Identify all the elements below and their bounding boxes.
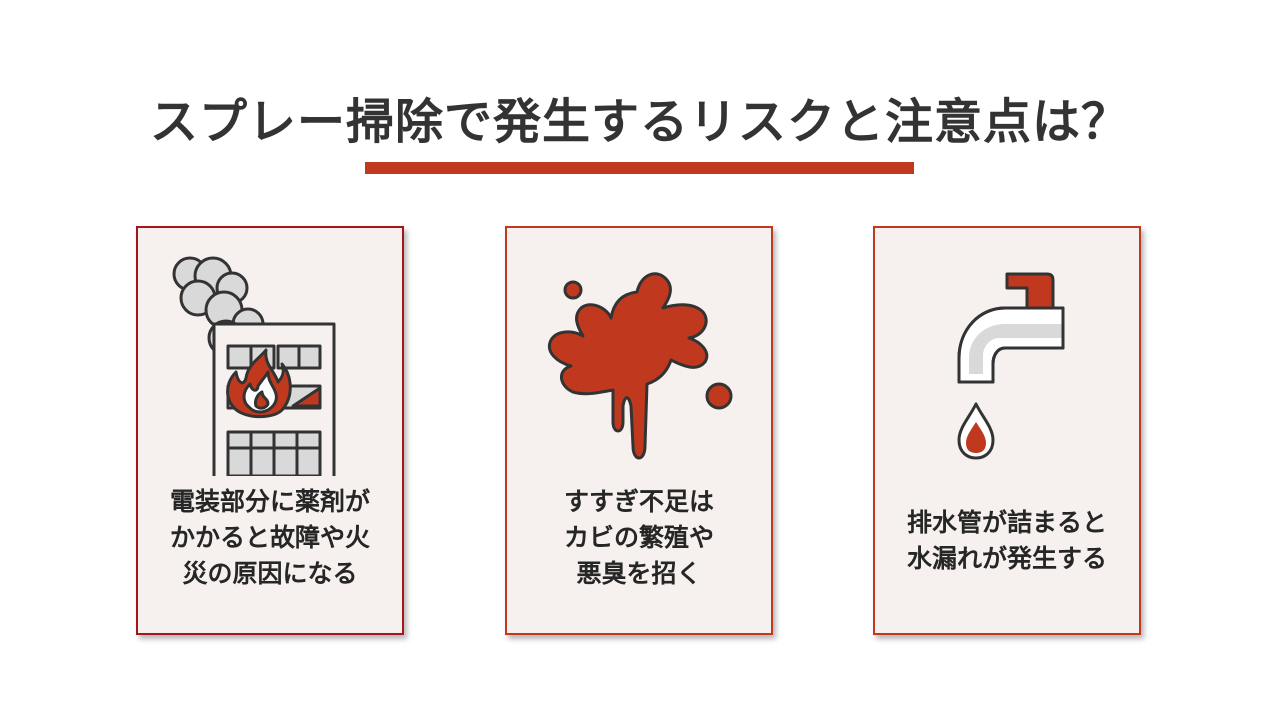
dripping-faucet-icon: [957, 272, 1065, 460]
page-title: スプレー掃除で発生するリスクと注意点は？: [149, 94, 1130, 150]
risk-text-line: 電装部分に薬剤が: [169, 487, 370, 516]
risk-text-line: 水漏れが発生する: [906, 544, 1107, 573]
burning-building-icon: [172, 256, 336, 476]
mold-splatter-icon: [548, 272, 733, 460]
risk-card-mold: すすぎ不足は カビの繁殖や 悪臭を招く: [505, 226, 773, 635]
title-underline: [365, 162, 914, 174]
risk-text-line: 悪臭を招く: [576, 559, 702, 588]
risk-text-line: すすぎ不足は: [563, 487, 714, 516]
risk-text-fire: 電装部分に薬剤が かかると故障や火 災の原因になる: [138, 484, 402, 592]
risk-text-line: かかると故障や火: [169, 523, 370, 552]
risk-card-fire: 電装部分に薬剤が かかると故障や火 災の原因になる: [136, 226, 404, 635]
risk-text-mold: すすぎ不足は カビの繁殖や 悪臭を招く: [507, 484, 771, 592]
risk-text-drain: 排水管が詰まると 水漏れが発生する: [875, 505, 1139, 577]
risk-text-line: 排水管が詰まると: [906, 508, 1107, 537]
risk-text-line: カビの繁殖や: [563, 523, 714, 552]
risk-card-drain: 排水管が詰まると 水漏れが発生する: [873, 226, 1141, 635]
risk-text-line: 災の原因になる: [182, 559, 358, 588]
